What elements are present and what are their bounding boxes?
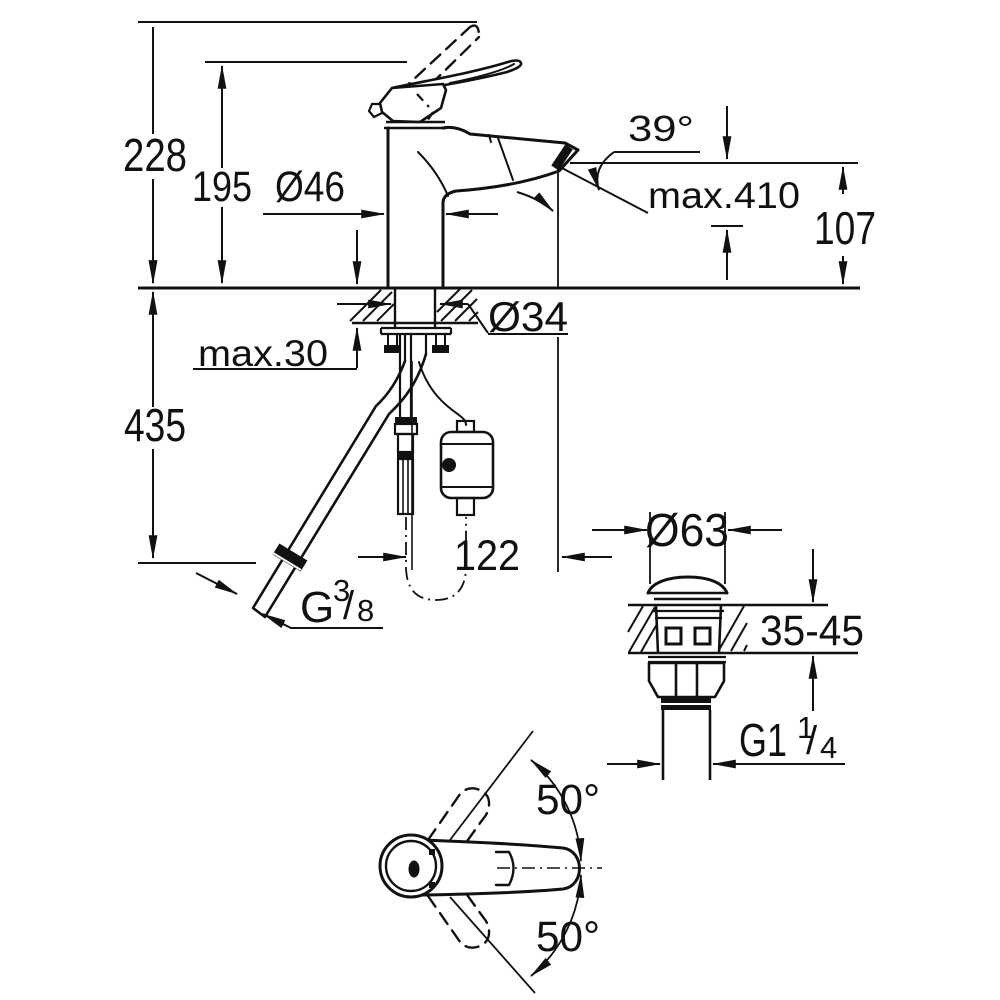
label-body-diameter: Ø46 (275, 163, 345, 211)
hose-nut-highlight (272, 552, 302, 571)
aerator-face (551, 144, 573, 171)
handle-dome-dashes (416, 93, 434, 124)
handle-lever (390, 59, 523, 90)
dim-39-arc-left (516, 191, 554, 212)
label-depth-below-deck: 435 (124, 399, 186, 451)
label-drain-thread-g: G1 (739, 714, 787, 766)
spout-joint-line (488, 134, 514, 181)
shank-walls (393, 288, 437, 327)
drain-extension-lines (649, 512, 726, 584)
cap-inner-circle (384, 839, 438, 893)
drain-cap-base (648, 591, 727, 601)
dimension-labels: 228 195 Ø46 39° max.410 107 Ø34 max.30 4… (123, 108, 876, 961)
shank-tails (403, 334, 428, 361)
rod-band-lower (397, 452, 414, 459)
body-outline (386, 126, 445, 289)
label-drain-thread-sub: 4 (820, 730, 837, 765)
rod-sleeve-lines (402, 459, 409, 514)
label-rod-offset: 122 (454, 532, 520, 580)
swing-arc-upper (530, 759, 585, 863)
rod-sleeve-upper (396, 432, 415, 454)
spout-inner-curve (417, 151, 449, 197)
dim-g38-arrow1 (195, 572, 239, 595)
drain-body-walls (654, 604, 723, 654)
handle-dashed-lower (426, 872, 491, 949)
rod-connector (393, 422, 419, 436)
fixing-nut-right (432, 345, 449, 353)
dim-34-leader (467, 303, 568, 335)
drain-window-right (693, 626, 712, 646)
label-supply-thread-slash: / (343, 584, 355, 628)
label-overall-height: 228 (123, 129, 187, 181)
label-max-deck-thickness: max.30 (198, 333, 328, 374)
handle-lever-inner-line (449, 63, 515, 84)
reference-lines (138, 21, 858, 572)
dim-39-arc-right (587, 151, 615, 192)
counter-lines (628, 603, 858, 655)
label-drain-thread-sup: 1 (797, 710, 814, 745)
faucet-side-view (367, 24, 580, 289)
label-shank-diameter: Ø34 (488, 293, 568, 340)
label-spout-angle: 39° (628, 108, 694, 149)
handle-raised-dashed (398, 24, 481, 101)
label-drain-deck-range: 35-45 (760, 607, 864, 655)
drain-cap-dome (646, 575, 729, 595)
control-box (418, 361, 495, 517)
rod-sleeve-lower (396, 457, 415, 516)
supply-hose (251, 352, 428, 619)
box-cap-lines (441, 443, 493, 488)
cap-dot-bottom (429, 882, 435, 888)
swing-arc-lower (530, 873, 585, 977)
drain-assembly (627, 512, 858, 780)
swing-ray-upper (449, 730, 534, 841)
label-supply-thread-sub: 8 (357, 593, 374, 628)
fixing-plate (379, 326, 453, 336)
pull-path-centerline (405, 517, 467, 601)
label-spout-height: 195 (192, 163, 252, 211)
fixing-nut-left (384, 345, 401, 353)
hose-nut (272, 543, 308, 572)
dimension-lines (153, 27, 848, 769)
handle-side-tab (367, 102, 384, 119)
cap-slot (408, 860, 420, 878)
dim-39-angled-line (559, 166, 649, 214)
label-max-height: max.410 (648, 175, 800, 216)
cable (418, 361, 467, 426)
box-button (442, 458, 456, 472)
counter-hatch (627, 605, 748, 653)
label-drain-flange-diameter: Ø63 (645, 504, 729, 556)
label-swing-upper: 50° (536, 776, 600, 824)
handle-dome (378, 82, 448, 124)
cap-dot-top (429, 849, 435, 855)
lever-grip-detail (494, 850, 515, 887)
handle-top-view (378, 730, 602, 994)
drain-washer (648, 655, 726, 664)
label-drain-thread-slash: / (806, 719, 818, 763)
swing-ray-lower (449, 896, 536, 994)
drain-window-left (664, 626, 683, 646)
fixing-bolts (387, 334, 446, 345)
rod-connector-band (395, 417, 417, 424)
label-swing-lower: 50° (536, 913, 600, 961)
rod-shaft (398, 334, 413, 417)
dim-g38-arrow2 (261, 613, 383, 629)
box-bottom-tab (455, 496, 476, 517)
pop-up-rod (393, 334, 467, 601)
drain-locknut (647, 661, 726, 699)
label-supply-thread-sup: 3 (333, 573, 350, 608)
drain-tailpipe (661, 710, 712, 780)
handle-dashed-upper (426, 787, 491, 864)
label-supply-thread-g: G (300, 583, 334, 632)
label-outlet-height: 107 (814, 202, 876, 254)
drain-flange-lines (652, 609, 724, 620)
body-cap-ring (384, 120, 447, 130)
